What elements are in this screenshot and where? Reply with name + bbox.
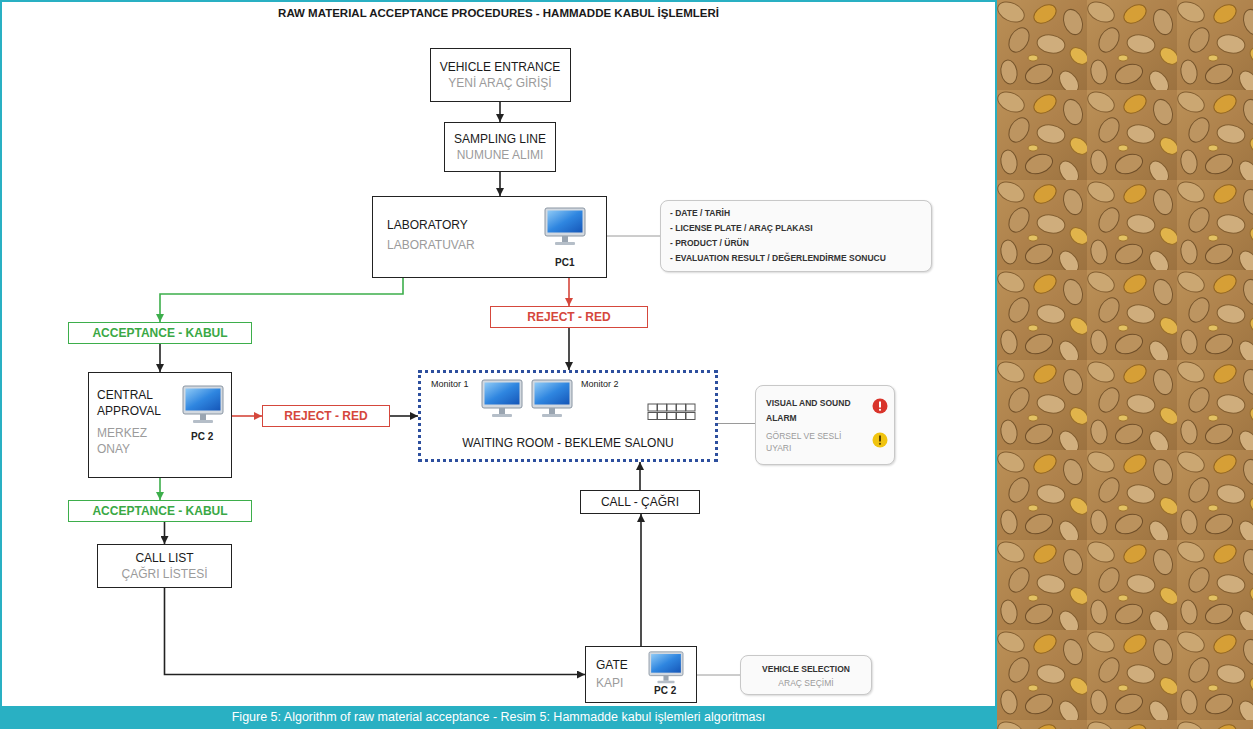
figure-frame (0, 0, 997, 729)
node-label: - EVALUATION RESULT / DEĞERLENDİRME SONU… (670, 251, 886, 266)
node-label: VISUAL AND SOUND ALARM (766, 396, 864, 426)
node-label: ÇAĞRI LİSTESİ (121, 566, 207, 582)
process-box: CENTRAL APPROVAL MERKEZ ONAY PC 2 (88, 372, 232, 478)
node-label: MERKEZ ONAY (97, 425, 175, 457)
monitor-icon (479, 379, 525, 419)
node-label: VEHICLE ENTRANCE (440, 59, 561, 75)
display-board-icon (647, 403, 697, 421)
callout-leader (607, 236, 660, 237)
process-box: CALL - ÇAĞRI (580, 490, 700, 514)
process-box: CALL LISTÇAĞRI LİSTESİ (97, 544, 232, 588)
node-label: - PRODUCT / ÜRÜN (670, 236, 749, 251)
process-box: LABORATORY LABORATUVAR PC1 (372, 196, 607, 278)
node-label: - LICENSE PLATE / ARAÇ PLAKASI (670, 221, 813, 236)
node-label: VEHICLE SELECTION (762, 662, 850, 677)
process-box: GATE KAPI PC 2 (585, 646, 697, 703)
node-label: ACCEPTANCE - KABUL (92, 503, 227, 519)
node-label: REJECT - RED (284, 408, 367, 424)
node-label: GATE (596, 657, 628, 673)
node-label: - DATE / TARİH (670, 206, 730, 221)
diagram-title: RAW MATERIAL ACCEPTANCE PROCEDURES - HAM… (0, 7, 997, 19)
figure-caption: Figure 5: Algorithm of raw material acce… (0, 706, 997, 729)
flow-connector (159, 344, 161, 372)
node-label: LABORATORY (387, 217, 468, 233)
alarm-icon (872, 398, 888, 414)
node-label: REJECT - RED (527, 309, 610, 325)
monitor-icon (529, 379, 575, 419)
flow-connector (499, 102, 501, 122)
computer-icon (646, 651, 686, 685)
node-label: PC 2 (654, 685, 676, 697)
node-label: Monitor 1 (431, 379, 471, 390)
node-label: PC1 (555, 257, 574, 269)
accept-box: ACCEPTANCE - KABUL (68, 500, 252, 522)
info-callout: VEHICLE SELECTIONARAÇ SEÇİMİ (740, 655, 872, 695)
flow-connector (640, 514, 642, 646)
warning-icon (872, 432, 888, 448)
node-label: KAPI (596, 675, 623, 691)
flow-connector (165, 588, 586, 675)
flow-connector (160, 278, 403, 322)
node-label: ARAÇ SEÇİMİ (778, 677, 833, 689)
node-label: NUMUNE ALIMI (457, 147, 544, 163)
callout-leader (718, 423, 755, 424)
accept-box: ACCEPTANCE - KABUL (68, 322, 252, 344)
node-label: CALL - ÇAĞRI (601, 494, 679, 510)
flow-connector (390, 415, 418, 417)
flow-connector (232, 415, 262, 417)
callout-leader (697, 675, 740, 676)
node-label: WAITING ROOM - BEKLEME SALONU (421, 435, 715, 451)
node-label: GÖRSEL VE SESLİ UYARI (766, 430, 864, 454)
reject-box: REJECT - RED (490, 306, 648, 328)
feed-pellet-photo (997, 0, 1253, 729)
flow-connector (159, 478, 161, 500)
flow-connector (568, 328, 570, 370)
flow-connector (568, 278, 570, 306)
info-callout: - DATE / TARİH- LICENSE PLATE / ARAÇ PLA… (660, 200, 932, 272)
info-callout: VISUAL AND SOUND ALARM GÖRSEL VE SESLİ UY… (755, 385, 895, 465)
flow-connector (639, 462, 641, 490)
waiting-room-box: Monitor 1 Monitor 2 WAITING ROOM - BEKLEME… (418, 370, 718, 462)
node-label: LABORATUVAR (387, 237, 475, 253)
node-label: Monitor 2 (581, 379, 625, 390)
node-label: CENTRAL APPROVAL (97, 387, 179, 419)
process-box: VEHICLE ENTRANCEYENİ ARAÇ GİRİŞİ (430, 48, 571, 102)
computer-icon (181, 385, 225, 425)
computer-icon (543, 207, 587, 247)
reject-box: REJECT - RED (262, 405, 390, 427)
node-label: ACCEPTANCE - KABUL (92, 325, 227, 341)
flow-connector (499, 172, 501, 196)
flow-connector (164, 522, 166, 544)
node-label: SAMPLING LINE (454, 131, 546, 147)
process-box: SAMPLING LINENUMUNE ALIMI (444, 122, 556, 172)
node-label: CALL LIST (135, 550, 193, 566)
node-label: PC 2 (191, 431, 213, 443)
node-label: YENİ ARAÇ GİRİŞİ (448, 75, 551, 91)
